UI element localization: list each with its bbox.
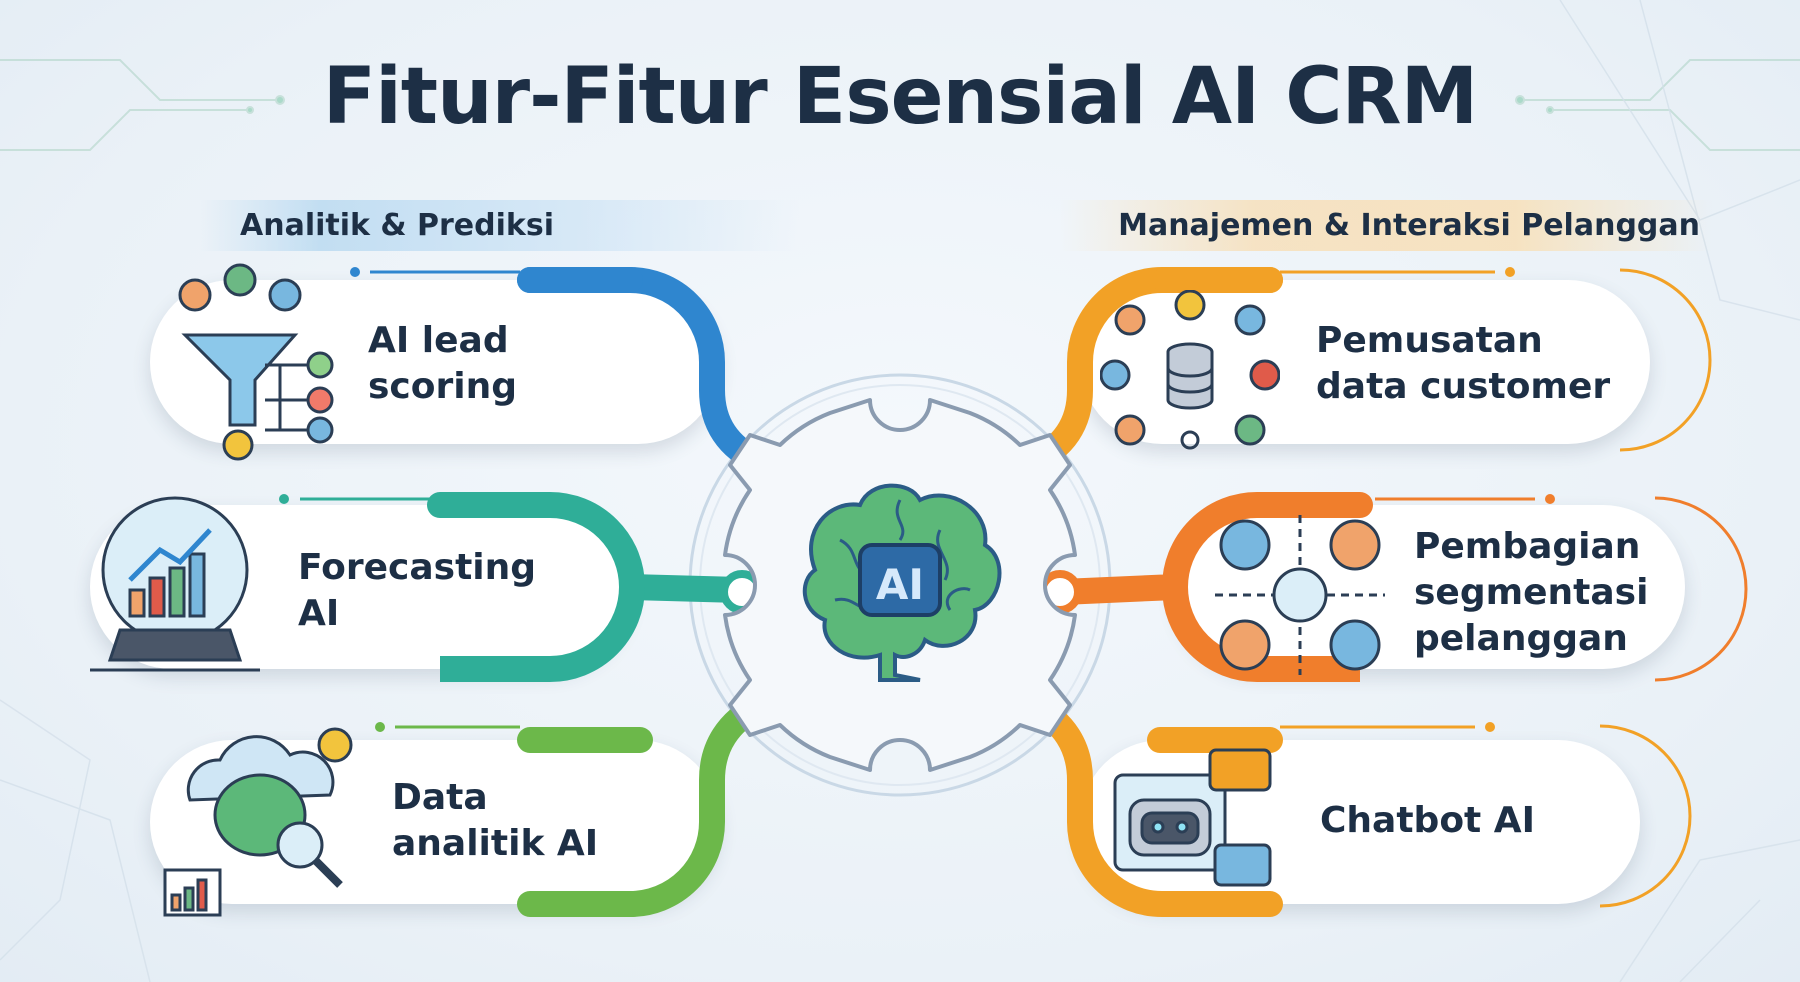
feature-label-line1: Pemusatan (1316, 320, 1543, 361)
brain-icon (802, 483, 1002, 682)
feature-data-analitik: Data analitik AI (392, 775, 598, 867)
feature-forecasting-ai: Forecasting AI (298, 545, 536, 637)
feature-label-line2: AI (298, 593, 340, 634)
connector-amber-bottom (999, 683, 1283, 917)
feature-label-line2: segmentasi (1414, 572, 1649, 613)
feature-label-line1: Data (392, 777, 488, 818)
feature-label-line1: Chatbot AI (1320, 800, 1536, 841)
chatbot-icon (1113, 748, 1272, 887)
feature-label-line1: Pembagian (1414, 526, 1641, 567)
feature-chatbot-ai: Chatbot AI (1320, 798, 1535, 844)
connector-blue (517, 267, 793, 483)
ai-badge: AI (875, 560, 925, 609)
feature-pemusatan-data: Pemusatan data customer (1316, 318, 1610, 410)
feature-ai-lead-scoring: AI lead scoring (368, 318, 517, 410)
feature-label-line3: pelanggan (1414, 618, 1628, 659)
customer-segmentation-icon (1215, 515, 1385, 675)
page-title: Fitur-Fitur Esensial AI CRM (322, 52, 1478, 142)
connector-amber-top (999, 267, 1283, 483)
feature-label-line2: analitik AI (392, 823, 599, 864)
feature-label-line1: AI lead (368, 320, 509, 361)
lead-funnel-icon (178, 263, 334, 461)
section-heading-analitik: Analitik & Prediksi (200, 200, 800, 251)
feature-label-line1: Forecasting (298, 547, 537, 588)
feature-segmentasi: Pembagian segmentasi pelanggan (1414, 524, 1648, 662)
database-hub-icon (1100, 290, 1280, 450)
feature-label-line2: scoring (368, 366, 517, 407)
cloud-brain-analytics-icon (163, 727, 353, 917)
feature-label-line2: data customer (1316, 366, 1611, 407)
connector-orange (1049, 492, 1373, 605)
connector-teal (427, 492, 753, 603)
section-heading-manajemen: Manajemen & Interaksi Pelanggan (1060, 200, 1712, 251)
crystal-ball-chart-icon (90, 496, 260, 672)
connector-green (517, 683, 793, 917)
